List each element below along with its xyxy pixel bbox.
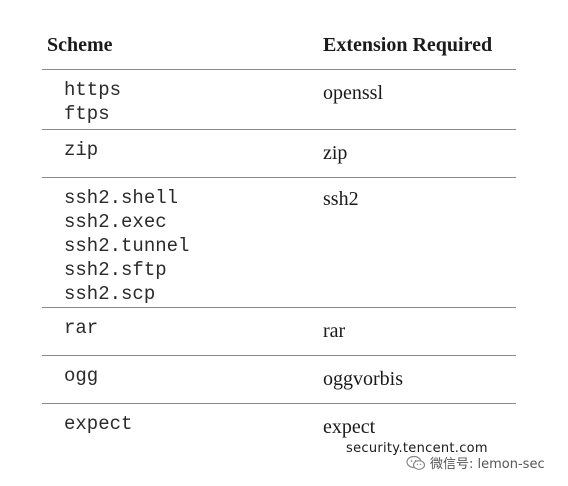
header-extension-required: Extension Required [323,34,493,56]
extension-cell: ssh2 [323,188,359,210]
extension-cell: openssl [323,82,383,104]
header-scheme: Scheme [47,34,113,56]
scheme-name: ftps [64,103,110,125]
watermark-account: 微信号: lemon-sec [406,453,545,472]
scheme-name: ssh2.sftp [64,259,167,281]
scheme-name: https [64,79,122,101]
extension-cell: expect [323,416,376,438]
scheme-name: ssh2.scp [64,283,156,305]
extension-cell: zip [323,142,348,164]
watermark: security.tencent.com 微信号: lemon-sec [346,441,568,475]
scheme-cell: https ftps [64,78,121,126]
table-row: rar rar [42,308,516,356]
scheme-name: expect [64,413,133,435]
scheme-extension-table: Scheme Extension Required https ftps ope… [42,0,516,452]
scheme-cell: ogg [64,364,98,388]
watermark-account-text: 微信号: lemon-sec [430,457,545,472]
scheme-cell: ssh2.shell ssh2.exec ssh2.tunnel ssh2.sf… [64,186,189,306]
scheme-name: ssh2.shell [64,187,179,209]
table-row: expect expect [42,404,516,452]
table-row: https ftps openssl [42,70,516,130]
scheme-name: ogg [64,365,99,387]
scheme-name: zip [64,139,99,161]
table-header-row: Scheme Extension Required [42,0,516,70]
table-row: ssh2.shell ssh2.exec ssh2.tunnel ssh2.sf… [42,178,516,308]
scheme-cell: rar [64,316,98,340]
scheme-cell: expect [64,412,132,436]
table-row: ogg oggvorbis [42,356,516,404]
scheme-name: rar [64,317,99,339]
scheme-name: ssh2.exec [64,211,167,233]
extension-cell: rar [323,320,346,342]
scheme-name: ssh2.tunnel [64,235,190,257]
table-row: zip zip [42,130,516,178]
extension-cell: oggvorbis [323,368,403,390]
wechat-icon [406,455,426,470]
scheme-cell: zip [64,138,98,162]
watermark-site: security.tencent.com [346,441,488,456]
